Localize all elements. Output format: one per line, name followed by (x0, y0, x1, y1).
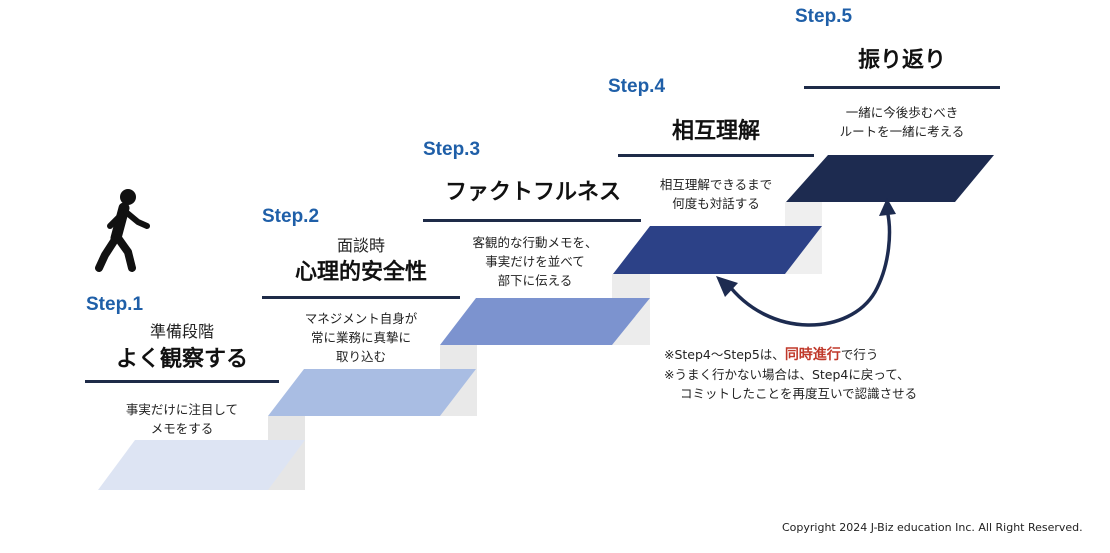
step-5-title: 振り返り (857, 48, 946, 73)
step-5-label: Step.5 (795, 6, 853, 27)
step-4-underline (618, 154, 814, 157)
note-line-3: コミットしたことを再度互いで認識させる (680, 386, 918, 401)
cycle-arrow (725, 209, 892, 327)
note-highlight: 同時進行 (784, 347, 841, 363)
step-2-subheading: 面談時 (336, 236, 385, 255)
walking-person-icon (95, 189, 150, 272)
step-2-description: マネジメント自身が 常に業務に真摯に 取り込む (304, 311, 418, 364)
step-3-underline (423, 219, 641, 222)
step-4-title: 相互理解 (671, 119, 760, 144)
tread-step-4 (613, 226, 822, 274)
step-4-label: Step.4 (608, 76, 666, 97)
arrow-head-right (879, 198, 896, 216)
step-1-subheading: 準備段階 (149, 322, 214, 341)
step-3-title: ファクトフルネス (444, 180, 621, 205)
step-5-underline (804, 86, 1000, 89)
step-2-title: 心理的安全性 (294, 260, 427, 285)
arrow-head-left (716, 276, 738, 297)
note-line-2: ※うまく行かない場合は、Step4に戻って、 (664, 367, 910, 382)
tread-step-1 (98, 440, 305, 490)
note-line-1: ※Step4〜Step5は、同時進行で行う (664, 347, 879, 363)
step-1-description: 事実だけに注目して メモをする (125, 402, 239, 436)
tread-step-2 (268, 369, 476, 416)
step-1-title: よく観察する (115, 347, 248, 372)
step-2-underline (262, 296, 460, 299)
step-5-description: 一緒に今後歩むべき ルートを一緒に考える (839, 105, 965, 139)
step-3-description: 客観的な行動メモを、 事実だけを並べて 部下に伝える (472, 235, 598, 288)
step-3-label: Step.3 (423, 139, 481, 160)
note-block: ※Step4〜Step5は、同時進行で行う ※うまく行かない場合は、Step4に… (664, 345, 917, 403)
step-4-description: 相互理解できるまで 何度も対話する (659, 177, 773, 211)
tread-step-5 (786, 155, 994, 202)
copyright-text: Copyright 2024 J-Biz education Inc. All … (782, 521, 1083, 534)
tread-step-3 (440, 298, 650, 345)
step-1-underline (85, 380, 279, 383)
step-1-label: Step.1 (86, 294, 144, 315)
step-2-label: Step.2 (262, 206, 320, 227)
